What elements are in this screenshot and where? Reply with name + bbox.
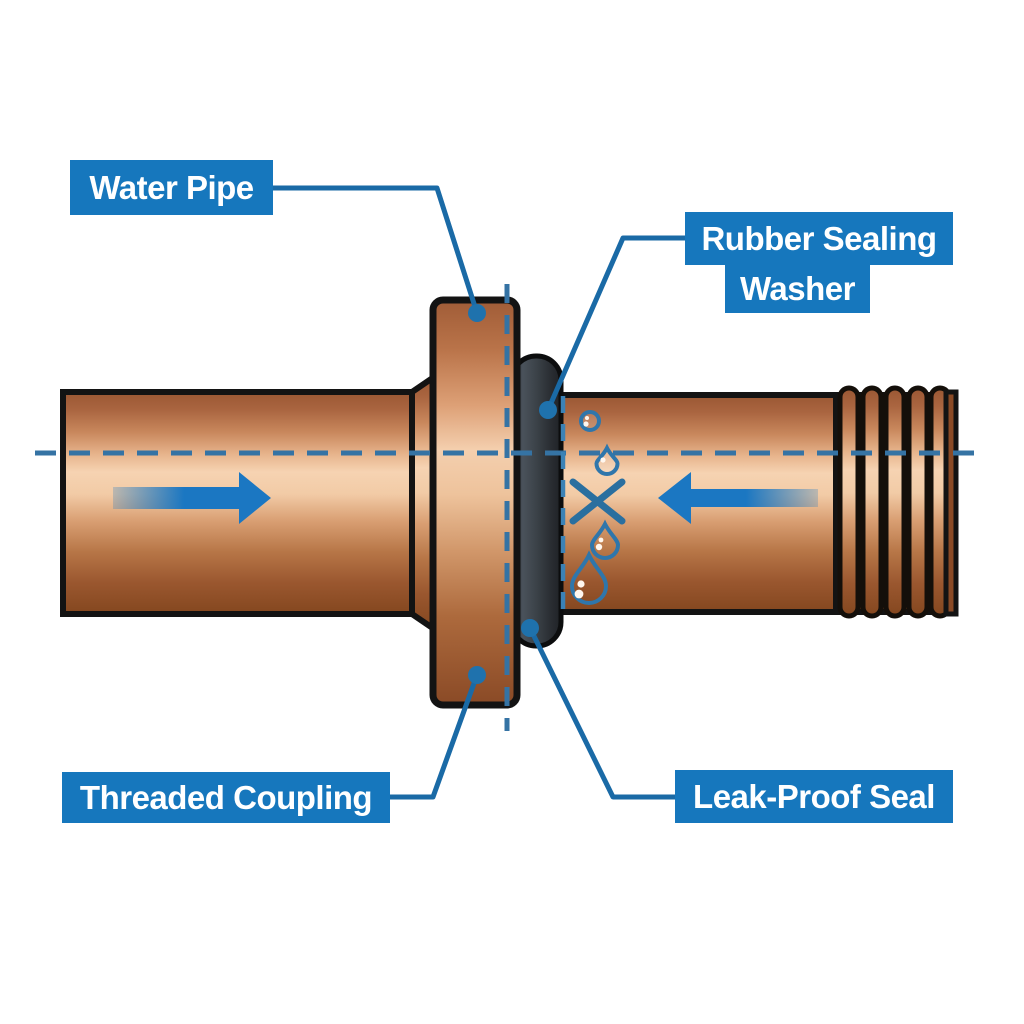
droplet-icon xyxy=(569,550,609,605)
label-rubber-sealing-washer-line1: Rubber Sealing xyxy=(685,212,953,265)
droplet-icon xyxy=(594,443,620,476)
droplet-bubble-icon xyxy=(579,410,601,432)
leader-water-pipe xyxy=(273,185,480,314)
coupling-flange xyxy=(429,296,521,709)
label-threaded-coupling: Threaded Coupling xyxy=(62,772,390,823)
label-water-pipe: Water Pipe xyxy=(70,160,273,215)
leader-dot xyxy=(468,666,486,684)
droplet-glints xyxy=(574,416,606,599)
leader-rubber-washer xyxy=(545,235,685,411)
leader-dot xyxy=(539,401,557,419)
pipe-end-cap xyxy=(943,389,959,617)
thread-ridge xyxy=(883,385,907,619)
thread-ridge xyxy=(906,385,930,619)
thread-ridge xyxy=(860,385,884,619)
droplet-icon xyxy=(589,519,621,560)
label-leak-proof-seal: Leak-Proof Seal xyxy=(675,770,953,823)
leader-dots xyxy=(468,304,557,684)
thread-ridge xyxy=(837,385,861,619)
leader-lines xyxy=(273,185,685,800)
leader-threaded-coupling xyxy=(390,674,480,800)
no-leak-x-icon xyxy=(569,478,626,525)
leader-dot xyxy=(521,619,539,637)
leader-leak-proof-seal xyxy=(527,626,675,800)
flow-arrow-left-icon xyxy=(658,472,818,524)
label-rubber-sealing-washer-line2: Washer xyxy=(725,265,870,313)
no-leak-group xyxy=(569,410,626,605)
thread-ridges xyxy=(837,385,952,619)
leader-dot xyxy=(468,304,486,322)
flow-arrow-right-icon xyxy=(113,472,271,524)
